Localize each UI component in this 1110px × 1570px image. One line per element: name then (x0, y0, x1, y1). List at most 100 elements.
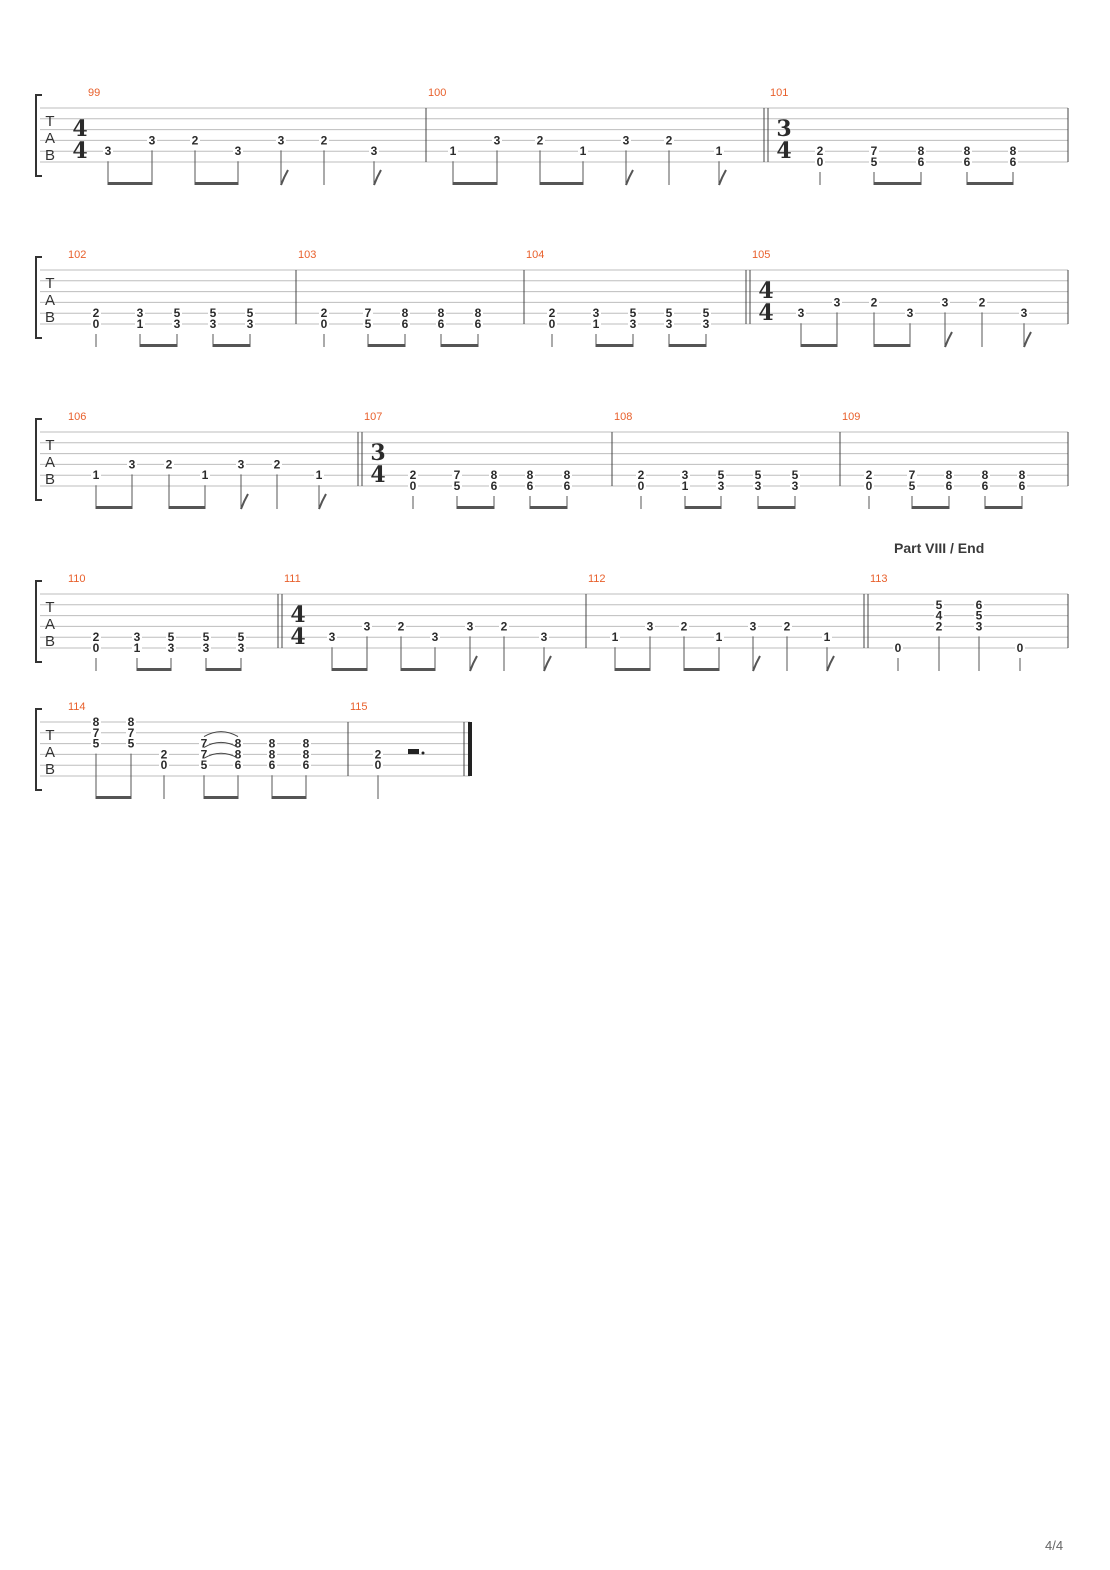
fret-number: 6 (269, 758, 276, 772)
fret-mask (525, 480, 535, 491)
fret-mask (314, 469, 324, 481)
fret-number: 2 (936, 619, 943, 633)
fret-mask (373, 759, 383, 771)
fret-mask (233, 737, 243, 749)
measure-number: 103 (298, 249, 316, 261)
fret-number: 5 (174, 306, 181, 320)
fret-number: 3 (942, 295, 949, 309)
fret-number: 8 (235, 737, 242, 751)
system-bracket (35, 94, 42, 177)
fret-mask (159, 759, 169, 771)
measure-number: 101 (770, 87, 788, 99)
fret-number: 6 (976, 598, 983, 612)
tab-clef-letter: B (45, 471, 55, 488)
fret-mask (127, 458, 137, 470)
fret-mask (208, 307, 218, 319)
fret-mask (430, 631, 440, 643)
fret-number: 8 (303, 747, 310, 761)
fret-mask (869, 145, 879, 157)
fret-mask (499, 620, 509, 632)
fret-number: 3 (134, 630, 141, 644)
tab-clef-letter: B (45, 147, 55, 164)
fret-mask (680, 480, 690, 491)
fret-number: 1 (202, 468, 209, 482)
fret-number: 3 (976, 619, 983, 633)
tab-clef-letter: B (45, 761, 55, 778)
note-beam (206, 668, 241, 671)
time-signature-top: 3 (776, 116, 791, 142)
fret-number: 6 (438, 317, 445, 331)
time-signature-bottom: 4 (290, 624, 305, 650)
fret-number: 8 (235, 747, 242, 761)
rest-dot (421, 751, 425, 755)
fret-mask (525, 469, 535, 481)
fret-mask (1017, 480, 1027, 491)
note-beam (332, 668, 367, 671)
time-signature-bottom: 4 (370, 462, 385, 488)
note-flag (373, 169, 382, 186)
fret-mask (408, 480, 418, 491)
fret-mask (319, 307, 329, 319)
fret-number: 0 (93, 317, 100, 331)
measure-number: 115 (350, 701, 368, 713)
fret-mask (489, 480, 499, 491)
note-flag (752, 655, 761, 672)
fret-mask (944, 480, 954, 491)
fret-mask (132, 631, 142, 643)
fret-mask (535, 134, 545, 146)
fret-mask (680, 469, 690, 481)
fret-number: 2 (871, 295, 878, 309)
fret-mask (940, 296, 950, 308)
fret-number: 2 (375, 747, 382, 761)
fret-mask (199, 759, 209, 771)
tab-clef-letter: A (45, 744, 55, 761)
fret-number: 8 (1019, 468, 1026, 482)
fret-mask (301, 748, 311, 760)
fret-mask (267, 759, 277, 771)
fret-number: 3 (630, 317, 637, 331)
measure-number: 100 (428, 87, 446, 99)
fret-mask (907, 469, 917, 481)
fret-mask (132, 642, 142, 653)
time-signature-top: 4 (290, 602, 305, 628)
fret-mask (91, 726, 101, 738)
fret-number: 2 (817, 144, 824, 158)
fret-number: 1 (316, 468, 323, 482)
fret-mask (465, 620, 475, 632)
fret-mask (267, 737, 277, 749)
fret-mask (962, 156, 972, 167)
note-beam (272, 796, 306, 799)
fret-mask (562, 469, 572, 481)
note-beam (669, 344, 706, 347)
fret-number: 3 (703, 317, 710, 331)
fret-mask (796, 307, 806, 319)
final-barline (468, 722, 472, 776)
fret-number: 8 (93, 715, 100, 729)
note-beam (108, 182, 152, 185)
fret-number: 6 (402, 317, 409, 331)
fret-mask (272, 458, 282, 470)
note-beam (530, 506, 567, 509)
fret-mask (199, 737, 209, 749)
fret-mask (245, 318, 255, 329)
tab-clef-letter: T (45, 113, 54, 130)
fret-number: 4 (936, 609, 943, 623)
fret-number: 6 (475, 317, 482, 331)
fret-mask (1008, 156, 1018, 167)
fret-number: 3 (792, 479, 799, 493)
half-rest (408, 749, 419, 754)
fret-number: 8 (527, 468, 534, 482)
note-beam (96, 506, 132, 509)
fret-number: 1 (134, 641, 141, 655)
fret-mask (166, 631, 176, 643)
fret-mask (400, 307, 410, 319)
fret-number: 1 (716, 630, 723, 644)
fret-mask (369, 145, 379, 157)
fret-mask (319, 134, 329, 146)
fret-mask (974, 598, 984, 610)
fret-number: 2 (321, 306, 328, 320)
fret-mask (636, 469, 646, 481)
fret-number: 8 (491, 468, 498, 482)
